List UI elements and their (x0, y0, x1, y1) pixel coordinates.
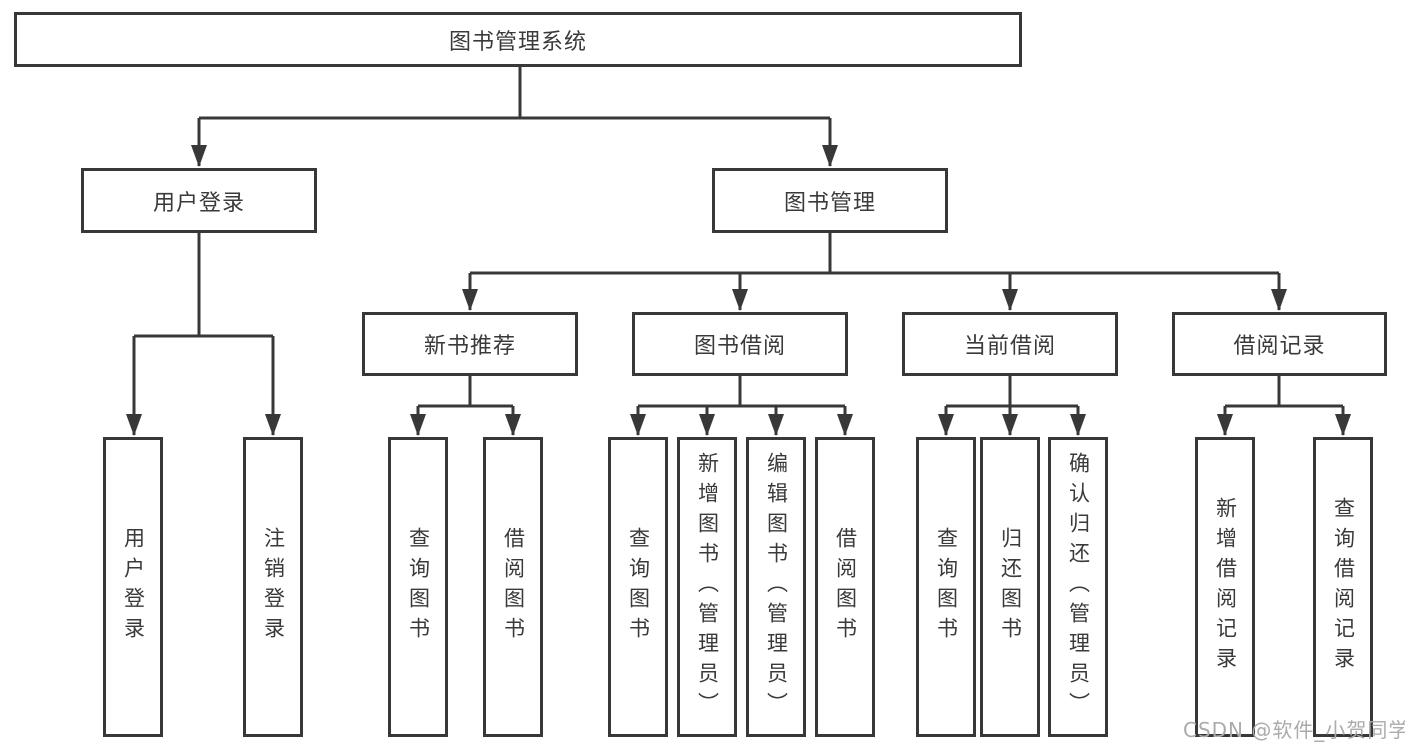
node-return-books-label: 归还图书 (998, 527, 1023, 647)
node-user-login-leaf: 用户登录 (103, 437, 163, 737)
node-borrow-records-label: 借阅记录 (1233, 334, 1326, 359)
node-add-borrow-record: 新增借阅记录 (1195, 437, 1255, 737)
node-query-books-borrow-label: 查询图书 (626, 527, 651, 647)
node-edit-books-admin: 编辑图书（管理员） (746, 437, 806, 737)
node-borrow-records: 借阅记录 (1172, 312, 1387, 376)
node-root-label: 图书管理系统 (448, 29, 587, 55)
node-query-books-recommend-label: 查询图书 (406, 527, 431, 647)
node-user-login: 用户登录 (81, 168, 317, 233)
node-borrow-books-leaf-label: 借阅图书 (833, 527, 858, 647)
node-return-books: 归还图书 (980, 437, 1040, 737)
node-new-book-recommend-label: 新书推荐 (423, 334, 516, 359)
node-book-management-label: 图书管理 (783, 190, 876, 216)
node-borrow-books-recommend-label: 借阅图书 (501, 527, 526, 647)
node-root: 图书管理系统 (14, 12, 1022, 67)
node-query-books-recommend: 查询图书 (388, 437, 448, 737)
node-borrow-books-leaf: 借阅图书 (815, 437, 875, 737)
node-new-book-recommend: 新书推荐 (362, 312, 578, 376)
node-user-login-leaf-label: 用户登录 (121, 527, 146, 647)
node-book-borrowing: 图书借阅 (632, 312, 848, 376)
node-current-borrowing-label: 当前借阅 (963, 334, 1056, 359)
node-query-books-borrow: 查询图书 (608, 437, 668, 737)
node-logout-leaf-label: 注销登录 (261, 527, 286, 647)
node-edit-books-admin-label: 编辑图书（管理员） (764, 452, 789, 722)
node-confirm-return-admin-label: 确认归还（管理员） (1066, 452, 1091, 722)
node-add-books-admin: 新增图书（管理员） (677, 437, 737, 737)
node-logout-leaf: 注销登录 (243, 437, 303, 737)
node-add-books-admin-label: 新增图书（管理员） (695, 452, 720, 722)
node-user-login-label: 用户登录 (152, 190, 245, 216)
node-confirm-return-admin: 确认归还（管理员） (1048, 437, 1108, 737)
node-query-books-current: 查询图书 (916, 437, 976, 737)
node-book-management: 图书管理 (712, 168, 948, 233)
node-query-books-current-label: 查询图书 (934, 527, 959, 647)
watermark: CSDN @软件_小贺同学 (1183, 718, 1405, 742)
node-book-borrowing-label: 图书借阅 (693, 334, 786, 359)
node-add-borrow-record-label: 新增借阅记录 (1213, 497, 1238, 677)
node-query-borrow-record-label: 查询借阅记录 (1331, 497, 1356, 677)
node-borrow-books-recommend: 借阅图书 (483, 437, 543, 737)
node-current-borrowing: 当前借阅 (902, 312, 1118, 376)
node-query-borrow-record: 查询借阅记录 (1313, 437, 1373, 737)
